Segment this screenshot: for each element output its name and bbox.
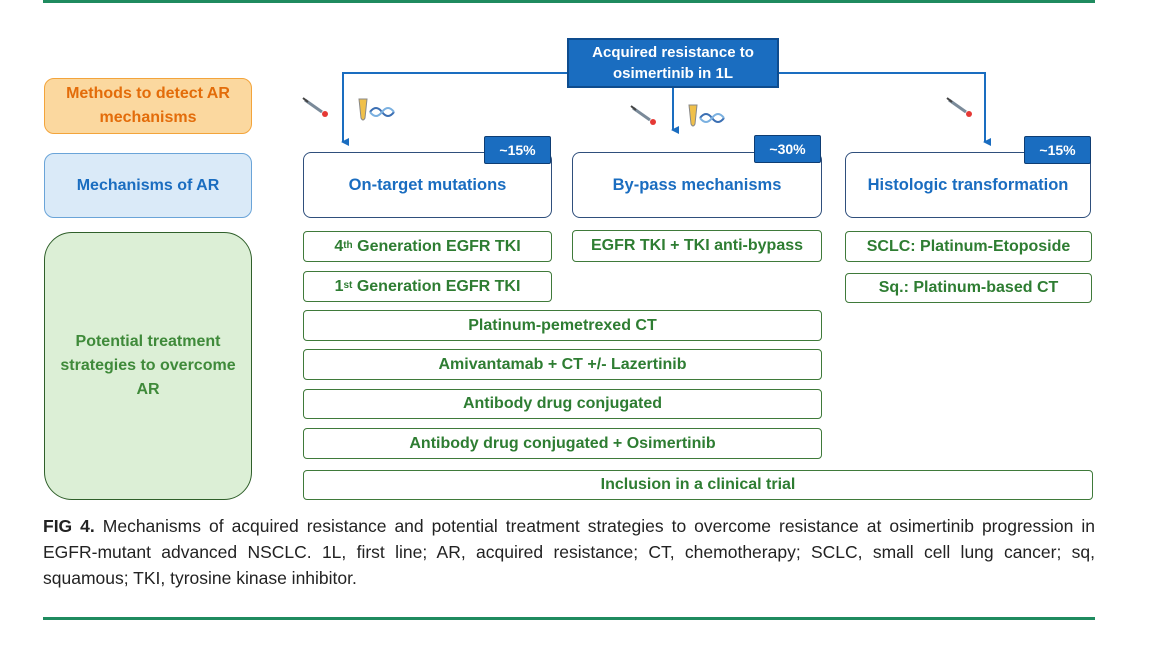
treatment-text: Generation EGFR TKI xyxy=(352,277,521,295)
top-rule xyxy=(43,0,1095,3)
percent-badge: ~15% xyxy=(484,136,551,164)
treatment-text: 1 xyxy=(334,277,344,295)
methods-label: Methods to detect AR mechanisms xyxy=(66,85,230,126)
treatment-text: Antibody drug conjugated + Osimertinib xyxy=(409,434,716,452)
mechanism-label: On-target mutations xyxy=(348,175,507,194)
treatment-text: Platinum-pemetrexed CT xyxy=(468,316,657,334)
syringe-icon xyxy=(630,105,656,125)
methods-label-box: Methods to detect AR mechanisms xyxy=(44,78,252,134)
syringe-icon xyxy=(302,97,328,117)
treatment-text: SCLC: Platinum-Etoposide xyxy=(866,237,1071,255)
percent-badge: ~30% xyxy=(754,135,821,163)
treatment-text: Amivantamab + CT +/- Lazertinib xyxy=(438,355,687,373)
percent-badge-text: ~30% xyxy=(769,141,806,157)
treatment-text: 4 xyxy=(334,237,344,255)
figure-caption: FIG 4. Mechanisms of acquired resistance… xyxy=(43,513,1095,591)
mechanism-bypass: By-pass mechanisms xyxy=(572,152,822,218)
treatment-text: Generation EGFR TKI xyxy=(352,237,521,255)
treatment-egfr-tki-anti-bypass: EGFR TKI + TKI anti-bypass xyxy=(572,230,822,262)
mechanisms-label-box: Mechanisms of AR xyxy=(44,153,252,218)
caption-text: Mechanisms of acquired resistance and po… xyxy=(43,516,1096,588)
arrow-histologic xyxy=(779,72,991,146)
percent-badge-text: ~15% xyxy=(1039,142,1076,158)
strategies-label: Potential treatment strategies to overco… xyxy=(60,333,236,398)
tube-dna-icon xyxy=(688,104,725,127)
bottom-rule xyxy=(43,617,1095,620)
treatment-clinical-trial: Inclusion in a clinical trial xyxy=(303,470,1093,500)
treatment-platinum-pemetrexed: Platinum-pemetrexed CT xyxy=(303,310,822,341)
treatment-amivantamab: Amivantamab + CT +/- Lazertinib xyxy=(303,349,822,380)
tube-dna-icon xyxy=(358,98,395,121)
mechanism-label: By-pass mechanisms xyxy=(612,175,782,194)
treatment-sclc-platinum-etoposide: SCLC: Platinum-Etoposide xyxy=(845,231,1092,262)
syringe-icon xyxy=(946,97,972,117)
treatment-text: Antibody drug conjugated xyxy=(462,395,663,412)
treatment-text: Inclusion in a clinical trial xyxy=(600,476,796,493)
figure-label: FIG 4. xyxy=(43,516,95,536)
mechanism-label: Histologic transformation xyxy=(867,175,1069,194)
percent-badge: ~15% xyxy=(1024,136,1091,164)
treatment-sq-platinum-based-ct: Sq.: Platinum-based CT xyxy=(845,273,1092,303)
mechanisms-label: Mechanisms of AR xyxy=(76,176,220,194)
acquired-resistance-label: Acquired resistance to osimertinib in 1L xyxy=(592,44,754,82)
treatment-text: Sq.: Platinum-based CT xyxy=(878,279,1059,296)
strategies-label-box: Potential treatment strategies to overco… xyxy=(44,232,252,500)
percent-badge-text: ~15% xyxy=(499,142,536,158)
acquired-resistance-box: Acquired resistance to osimertinib in 1L xyxy=(567,38,779,88)
treatment-antibody-drug-conjugated: Antibody drug conjugated xyxy=(303,389,822,419)
treatment-adc-osimertinib: Antibody drug conjugated + Osimertinib xyxy=(303,428,822,459)
arrow-on-target xyxy=(341,72,567,146)
treatment-text: EGFR TKI + TKI anti-bypass xyxy=(590,237,804,254)
